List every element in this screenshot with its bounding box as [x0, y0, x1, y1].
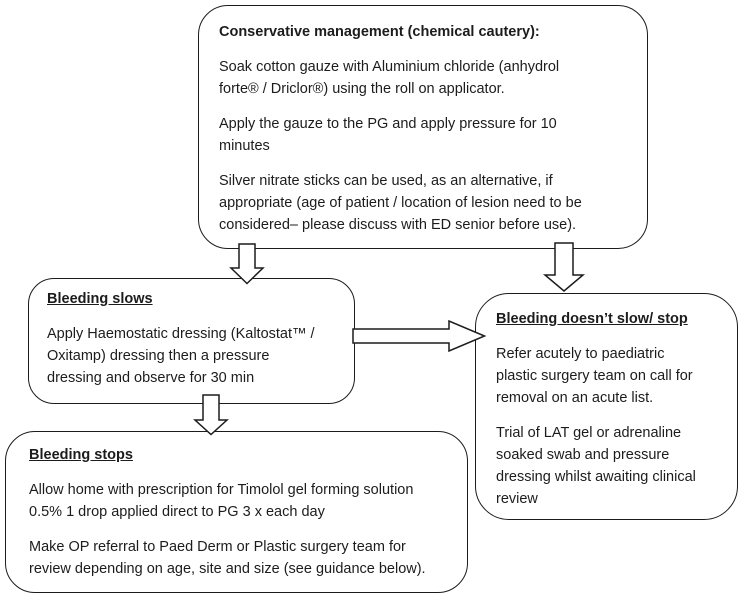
bleeding-stops-paragraph-op-referral: Make OP referral to Paed Derm or Plastic… — [29, 539, 426, 577]
bleeding-doesnt-slow-title: Bleeding doesn’t slow/ stop — [496, 311, 688, 327]
bleeding-stops-title: Bleeding stops — [29, 447, 133, 463]
bleeding-doesnt-slow-box: Bleeding doesn’t slow/ stop Refer acutel… — [475, 293, 738, 520]
down-arrow-conservative-to-bleeding-doesnt-slow-icon — [542, 242, 586, 292]
bleeding-stops-paragraph-timolol: Allow home with prescription for Timolol… — [29, 482, 414, 520]
bleeding-slows-box: Bleeding slows Apply Haemostatic dressin… — [28, 278, 355, 404]
right-arrow-bleeding-slows-to-bleeding-doesnt-slow-icon — [352, 319, 487, 353]
conservative-management-box: Conservative management (chemical cauter… — [198, 5, 648, 249]
conservative-paragraph-soak: Soak cotton gauze with Aluminium chlorid… — [219, 59, 560, 97]
conservative-paragraph-silver-nitrate: Silver nitrate sticks can be used, as an… — [219, 173, 582, 233]
bleeding-stops-box: Bleeding stops Allow home with prescript… — [5, 431, 468, 593]
conservative-paragraph-apply-gauze: Apply the gauze to the PG and apply pres… — [219, 116, 557, 154]
conservative-management-title: Conservative management (chemical cauter… — [219, 24, 540, 40]
bleeding-slows-title: Bleeding slows — [47, 291, 153, 307]
bleeding-doesnt-slow-paragraph-refer: Refer acutely to paediatric plastic surg… — [496, 346, 693, 406]
bleeding-doesnt-slow-paragraph-lat-gel: Trial of LAT gel or adrenaline soaked sw… — [496, 425, 696, 507]
bleeding-slows-paragraph-haemostatic: Apply Haemostatic dressing (Kaltostat™ /… — [47, 326, 315, 386]
